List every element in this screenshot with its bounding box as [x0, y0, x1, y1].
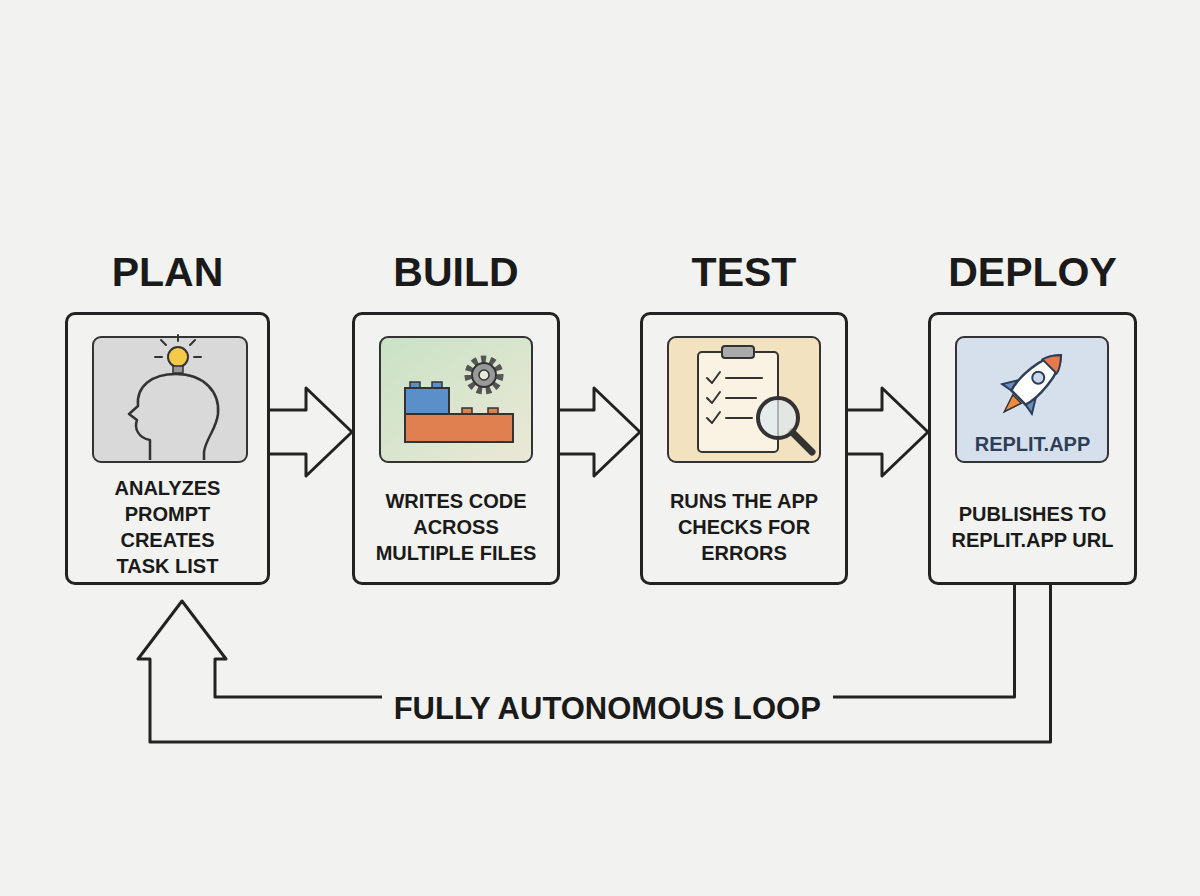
rocket-body [1010, 346, 1070, 406]
checklist [707, 372, 762, 423]
stage-description: ANALYZES PROMPT CREATES TASK LIST [93, 473, 243, 581]
stage-heading: DEPLOY [891, 242, 1174, 302]
magnifier-handle [792, 432, 812, 452]
head-outline [129, 374, 218, 460]
icon-panel [93, 337, 247, 462]
gear-hole [479, 370, 489, 380]
stage-box: TESTRUNS THE APP CHECKS FOR ERRORS [640, 312, 848, 585]
stage-description: PUBLISHES TO REPLIT.APP URL [945, 473, 1120, 581]
deploy-icon [956, 337, 1108, 462]
stage-box: BUILDWRITES CODE ACROSS MULTIPLE FILES [352, 312, 560, 585]
stage-description: WRITES CODE ACROSS MULTIPLE FILES [369, 473, 544, 581]
bulb-base [173, 366, 183, 373]
icon-panel [956, 337, 1108, 462]
orange-brick [405, 414, 513, 442]
flow-arrow [848, 388, 928, 476]
rocket [989, 340, 1075, 426]
flow-arrow [560, 388, 640, 476]
loop-arrow [138, 585, 1051, 742]
rocket-window [1030, 369, 1047, 386]
stage-box: PLANANALYZES PROMPT CREATES TASK LIST [65, 312, 270, 585]
loop-label: FULLY AUTONOMOUS LOOP [382, 688, 833, 730]
gear [472, 363, 496, 387]
url-badge: REPLIT.APP [941, 430, 1124, 458]
blue-brick [405, 388, 449, 414]
test-icon [668, 337, 820, 462]
build-icon [380, 337, 532, 462]
plan-icon [93, 335, 247, 462]
stage-box: DEPLOYREPLIT.APPPUBLISHES TO REPLIT.APP … [928, 312, 1137, 585]
rocket-nose [1042, 348, 1067, 373]
icon-panel [668, 337, 820, 462]
stage-heading: BUILD [315, 242, 597, 302]
stage-heading: TEST [603, 242, 885, 302]
flow-arrow [270, 388, 352, 476]
icon-panel [380, 337, 532, 462]
gear-teeth [468, 359, 500, 391]
stage-heading: PLAN [28, 242, 307, 302]
clipboard-clip [722, 346, 754, 358]
magnifier-lens [758, 398, 798, 438]
stage-description: RUNS THE APP CHECKS FOR ERRORS [657, 473, 832, 581]
light-bulb [168, 347, 188, 367]
